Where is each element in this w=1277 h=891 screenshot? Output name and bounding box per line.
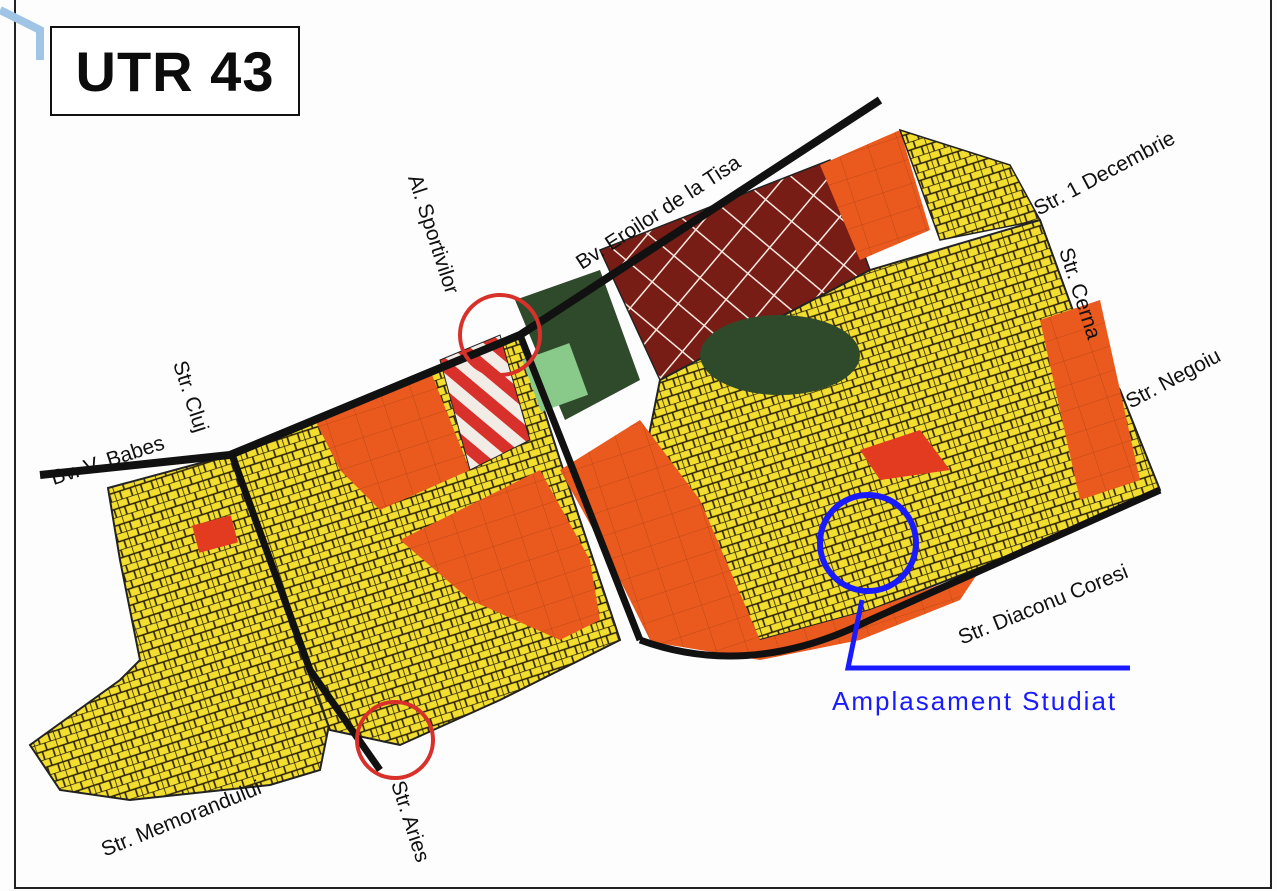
boundary-south (638, 486, 1162, 660)
site-marker-circle (817, 492, 919, 594)
title-box: UTR 43 (50, 26, 300, 116)
site-label: Amplasament Studiat (832, 686, 1118, 716)
boundary-central (516, 333, 644, 642)
page-frame (14, 0, 1272, 889)
spot-red-center (860, 430, 950, 480)
roundabout-south (355, 700, 435, 780)
zone-middle-commercial-2 (400, 470, 600, 640)
spot-red-west (192, 515, 238, 553)
roundabout-north (458, 293, 542, 377)
zone-sports-striped (439, 334, 531, 471)
zone-north-commercial (820, 130, 930, 260)
zone-park (515, 270, 640, 420)
boundary-north (39, 96, 883, 479)
corner-decoration (0, 6, 44, 60)
zone-oval-park (700, 315, 860, 395)
site-marker-pointer (844, 599, 1130, 671)
zone-east-commercial (560, 420, 760, 640)
zone-east-strip (1040, 300, 1140, 500)
zone-park-light (522, 343, 589, 412)
map-title: UTR 43 (75, 39, 275, 103)
